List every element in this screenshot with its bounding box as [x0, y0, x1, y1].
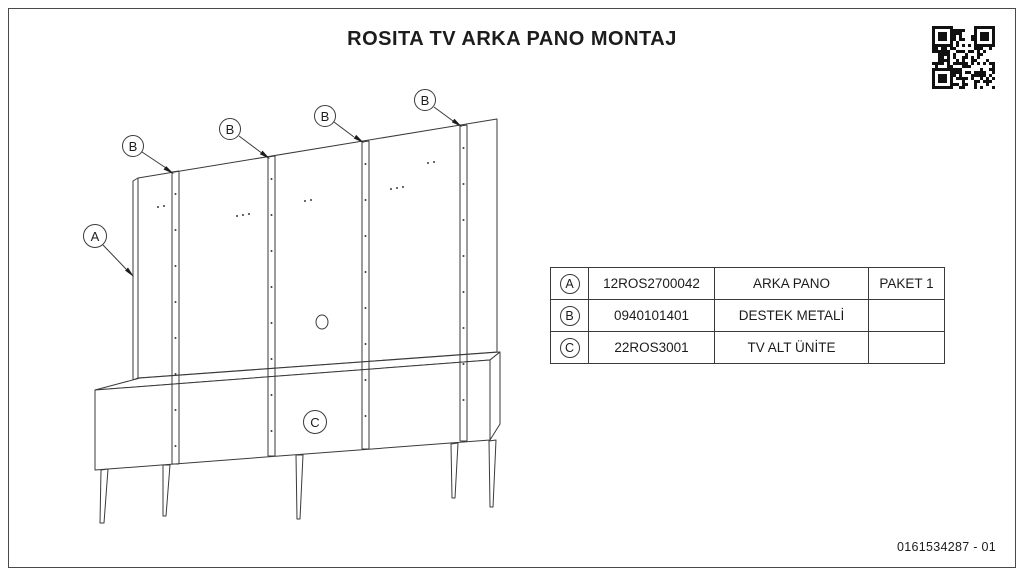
part-label-badge: A — [559, 273, 580, 294]
cable-hole — [315, 314, 329, 330]
part-package-cell — [868, 299, 945, 332]
panel-hole-marks — [157, 161, 435, 217]
callout-b3: B — [314, 105, 336, 127]
callout-b1: B — [122, 135, 144, 157]
part-name-cell: TV ALT ÜNİTE — [714, 331, 869, 364]
callout-leaders — [102, 106, 462, 277]
support-strips — [171, 124, 468, 465]
back-panel — [132, 118, 498, 381]
support-strip — [171, 170, 180, 465]
callout-b4-label: B — [420, 92, 430, 108]
leg — [295, 454, 304, 520]
parts-table: A 12ROS2700042 ARKA PANO PAKET 1 B 09401… — [550, 267, 945, 364]
part-name-cell: ARKA PANO — [714, 267, 869, 300]
part-code-cell: 22ROS3001 — [588, 331, 715, 364]
part-package-cell: PAKET 1 — [868, 267, 945, 300]
callout-b2-label: B — [225, 121, 235, 137]
part-name-cell: DESTEK METALİ — [714, 299, 869, 332]
leg — [450, 442, 459, 499]
part-label-cell: B — [550, 299, 589, 332]
callout-b4: B — [414, 89, 436, 111]
callout-c: C — [303, 410, 327, 434]
part-label-badge: C — [559, 337, 580, 358]
callout-a: A — [83, 224, 107, 248]
parts-table-row: A 12ROS2700042 ARKA PANO PAKET 1 — [550, 267, 945, 300]
qr-code-icon — [932, 26, 995, 89]
leg — [488, 439, 497, 508]
parts-table-row: C 22ROS3001 TV ALT ÜNİTE — [550, 331, 945, 364]
tv-base-unit — [94, 351, 501, 524]
part-package-cell — [868, 331, 945, 364]
callout-a-label: A — [90, 228, 100, 244]
part-label-cell: C — [550, 331, 589, 364]
part-code-cell: 0940101401 — [588, 299, 715, 332]
part-label-badge: B — [559, 305, 580, 326]
support-strip — [459, 124, 468, 442]
support-strip — [267, 155, 276, 457]
page-title: ROSITA TV ARKA PANO MONTAJ — [347, 28, 677, 50]
callout-c-label: C — [310, 414, 320, 430]
parts-table-row: B 0940101401 DESTEK METALİ — [550, 299, 945, 332]
document-number: 0161534287 - 01 — [896, 540, 996, 554]
leg — [162, 464, 171, 517]
leg — [99, 468, 109, 524]
support-strip — [361, 140, 370, 450]
part-code-cell: 12ROS2700042 — [588, 267, 715, 300]
callout-b2: B — [219, 118, 241, 140]
part-label-cell: A — [550, 267, 589, 300]
callout-b1-label: B — [128, 138, 138, 154]
callout-b3-label: B — [320, 108, 330, 124]
